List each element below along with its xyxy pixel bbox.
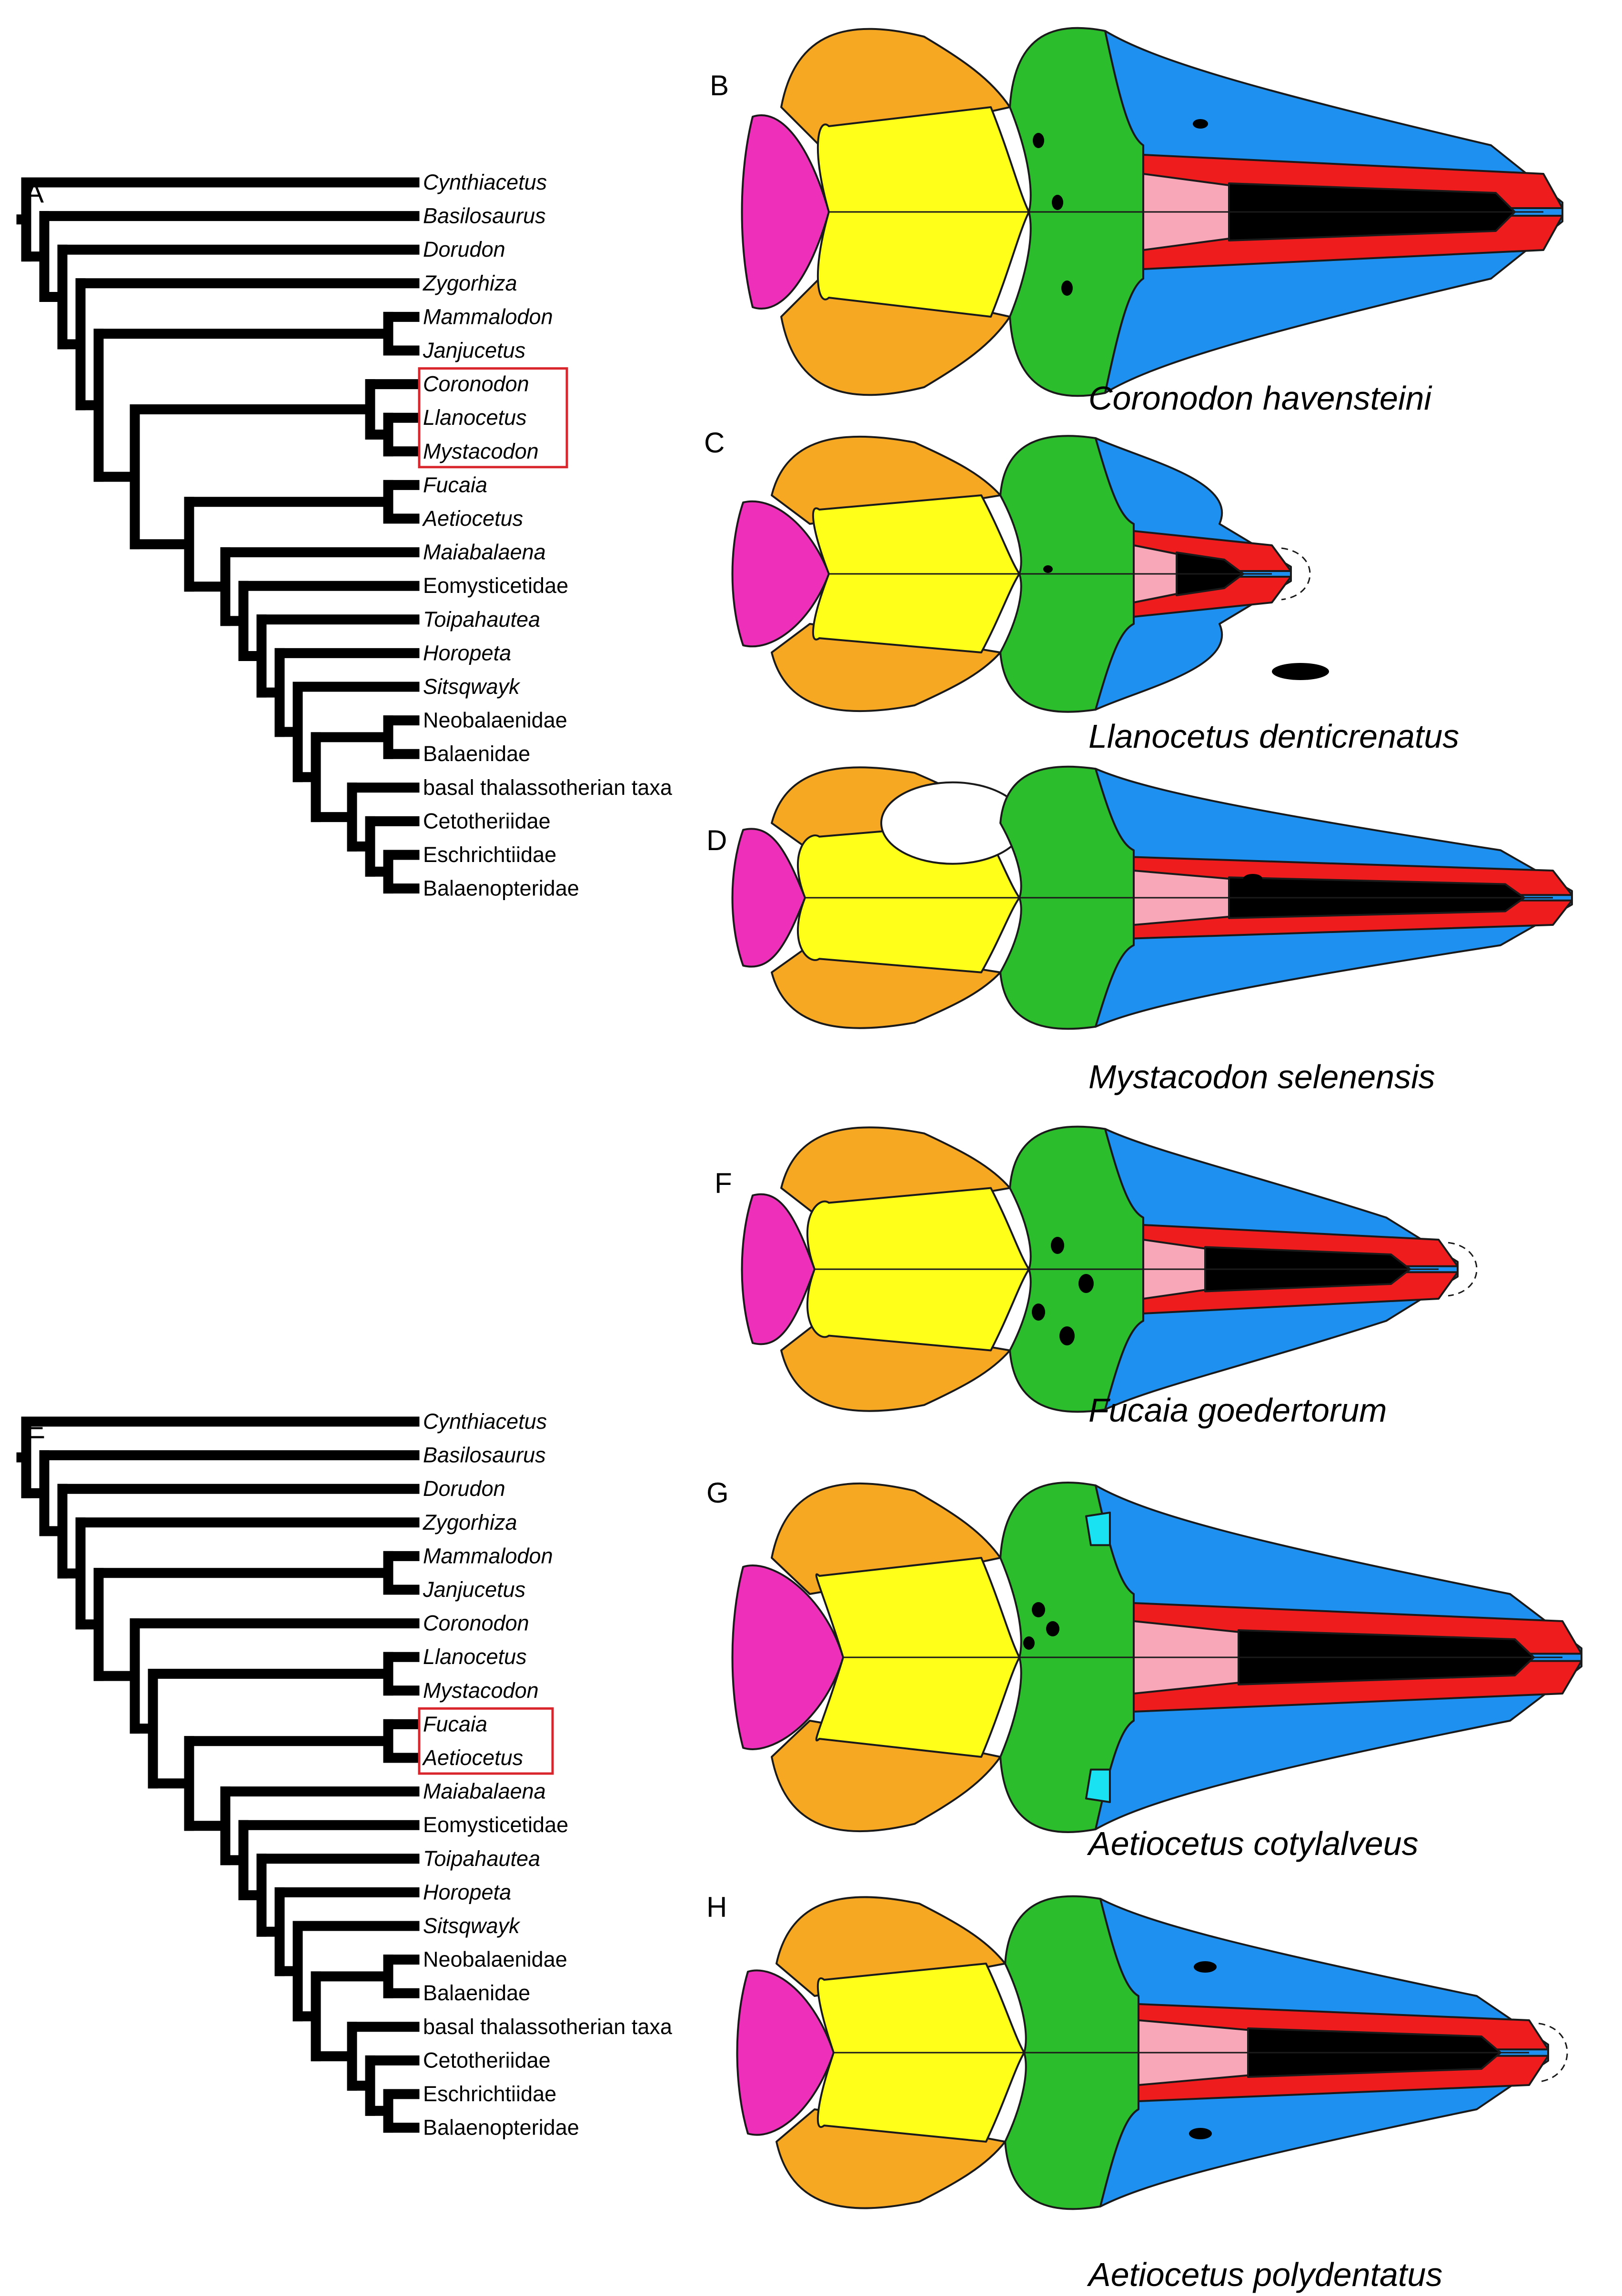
taxon-label-horopeta: Horopeta xyxy=(423,641,511,665)
taxon-label-basilosaurus: Basilosaurus xyxy=(423,1443,546,1467)
occipital xyxy=(741,114,830,310)
occipital xyxy=(741,1193,816,1345)
foramen xyxy=(1061,281,1073,296)
taxon-label-eschrichtiidae: Eschrichtiidae xyxy=(423,2082,556,2106)
foramen xyxy=(1193,119,1208,129)
occipital xyxy=(731,828,806,968)
taxon-label-sitsqwayk: Sitsqwayk xyxy=(423,674,521,699)
foramen xyxy=(1051,1237,1064,1254)
panel-label-d: D xyxy=(706,824,727,856)
occipital xyxy=(731,1564,844,1750)
reconstructed-outline xyxy=(1281,547,1311,601)
panel-label-h: H xyxy=(706,1891,727,1923)
taxon-label-zygorhiza: Zygorhiza xyxy=(423,1510,517,1534)
taxon-label-llanocetus: Llanocetus xyxy=(423,405,527,430)
cladogram-e: CynthiacetusBasilosaurusDorudonZygorhiza… xyxy=(16,1409,673,2140)
taxon-label-coronodon: Coronodon xyxy=(423,372,529,396)
taxon-label-mystacodon: Mystacodon xyxy=(423,439,539,463)
skull-fucaia-goedertorum xyxy=(741,1125,1478,1413)
foramen xyxy=(1194,1961,1217,1973)
taxon-label-balaenidae: Balaenidae xyxy=(423,742,530,766)
taxon-label-aetiocetus: Aetiocetus xyxy=(422,506,523,531)
lacrimal-bottom xyxy=(1085,1768,1111,1803)
skull-mystacodon-selenensis xyxy=(731,765,1573,1030)
highlight-box xyxy=(418,1707,554,1775)
taxon-label-balaenidae: Balaenidae xyxy=(423,1981,530,2005)
skull-llanocetus-denticrenatus xyxy=(731,435,1329,713)
taxon-label-cynthiacetus: Cynthiacetus xyxy=(423,1409,547,1434)
foramen xyxy=(1046,1621,1059,1636)
occipital xyxy=(736,1969,835,2136)
taxon-label-dorudon: Dorudon xyxy=(423,1476,505,1501)
taxon-label-cetotheriidae: Cetotheriidae xyxy=(423,2048,551,2072)
skull-aetiocetus-polydentatus xyxy=(736,1895,1568,2210)
species-caption-b: Coronodon havensteini xyxy=(1088,380,1432,417)
taxon-label-janjucetus: Janjucetus xyxy=(423,338,525,362)
foramen xyxy=(1243,874,1262,883)
occipital xyxy=(731,500,830,648)
species-caption-h: Aetiocetus polydentatus xyxy=(1087,2256,1442,2293)
skull-coronodon-havensteini xyxy=(741,27,1563,397)
species-caption-c: Llanocetus denticrenatus xyxy=(1088,718,1459,755)
taxon-label-mammalodon: Mammalodon xyxy=(423,1544,553,1568)
taxon-label-sitsqwayk: Sitsqwayk xyxy=(423,1914,521,1938)
taxon-label-llanocetus: Llanocetus xyxy=(423,1644,527,1669)
foramen xyxy=(1272,663,1329,680)
taxon-label-eschrichtiidae: Eschrichtiidae xyxy=(423,842,556,867)
panel-label-a: A xyxy=(25,177,44,209)
taxon-label-eomysticetidae: Eomysticetidae xyxy=(423,1813,568,1837)
cladogram-a: CynthiacetusBasilosaurusDorudonZygorhiza… xyxy=(16,170,673,901)
highlight-box xyxy=(418,367,568,469)
taxon-label-maiabalaena: Maiabalaena xyxy=(423,1779,546,1804)
taxon-label-neobalaenidae: Neobalaenidae xyxy=(423,708,567,732)
taxon-label-fucaia: Fucaia xyxy=(423,1712,487,1736)
taxon-label-dorudon: Dorudon xyxy=(423,237,505,261)
taxon-label-basilosaurus: Basilosaurus xyxy=(423,204,546,228)
taxon-label-neobalaenidae: Neobalaenidae xyxy=(423,1947,567,1972)
panel-label-e: E xyxy=(26,1413,45,1444)
taxon-label-balaenopteridae: Balaenopteridae xyxy=(423,876,579,901)
species-caption-f: Fucaia goedertorum xyxy=(1088,1392,1387,1429)
taxon-label-zygorhiza: Zygorhiza xyxy=(423,271,517,295)
taxon-label-maiabalaena: Maiabalaena xyxy=(423,540,546,564)
taxon-label-mammalodon: Mammalodon xyxy=(423,304,553,329)
species-caption-d: Mystacodon selenensis xyxy=(1088,1058,1435,1095)
panel-label-b: B xyxy=(710,70,729,101)
lacrimal-top xyxy=(1085,1512,1111,1546)
taxon-label-cetotheriidae: Cetotheriidae xyxy=(423,809,551,833)
taxon-label-mystacodon: Mystacodon xyxy=(423,1678,539,1703)
taxon-label-toipahautea: Toipahautea xyxy=(423,607,540,632)
taxon-label-eomysticetidae: Eomysticetidae xyxy=(423,573,568,598)
foramen xyxy=(1059,1326,1075,1345)
taxon-label-horopeta: Horopeta xyxy=(423,1880,511,1904)
taxon-label-cynthiacetus: Cynthiacetus xyxy=(423,170,547,194)
taxon-label-coronodon: Coronodon xyxy=(423,1611,529,1635)
foramen xyxy=(1078,1274,1094,1293)
foramen xyxy=(1032,1303,1045,1321)
taxon-label-balaenopteridae: Balaenopteridae xyxy=(423,2116,579,2140)
reconstructed-outline xyxy=(1448,1242,1478,1297)
taxon-label-aetiocetus: Aetiocetus xyxy=(422,1745,523,1770)
taxon-label-basal-thalassotherian-taxa: basal thalassotherian taxa xyxy=(423,2015,673,2039)
foramen xyxy=(1032,1602,1045,1617)
foramen xyxy=(1052,195,1063,210)
foramen xyxy=(1189,2128,1212,2139)
taxon-label-janjucetus: Janjucetus xyxy=(423,1577,525,1602)
panel-label-f: F xyxy=(715,1167,732,1199)
taxon-label-fucaia: Fucaia xyxy=(423,472,487,497)
taxon-label-toipahautea: Toipahautea xyxy=(423,1846,540,1871)
reconstructed-outline xyxy=(1538,2023,1568,2083)
skull-aetiocetus-cotylalveus xyxy=(731,1481,1582,1834)
foramen xyxy=(1033,133,1044,148)
foramen xyxy=(1023,1636,1035,1650)
panel-label-g: G xyxy=(706,1477,729,1509)
species-caption-g: Aetiocetus cotylalveus xyxy=(1087,1825,1419,1862)
taxon-label-basal-thalassotherian-taxa: basal thalassotherian taxa xyxy=(423,775,673,800)
panel-label-c: C xyxy=(704,427,725,459)
foramen xyxy=(1043,565,1053,573)
